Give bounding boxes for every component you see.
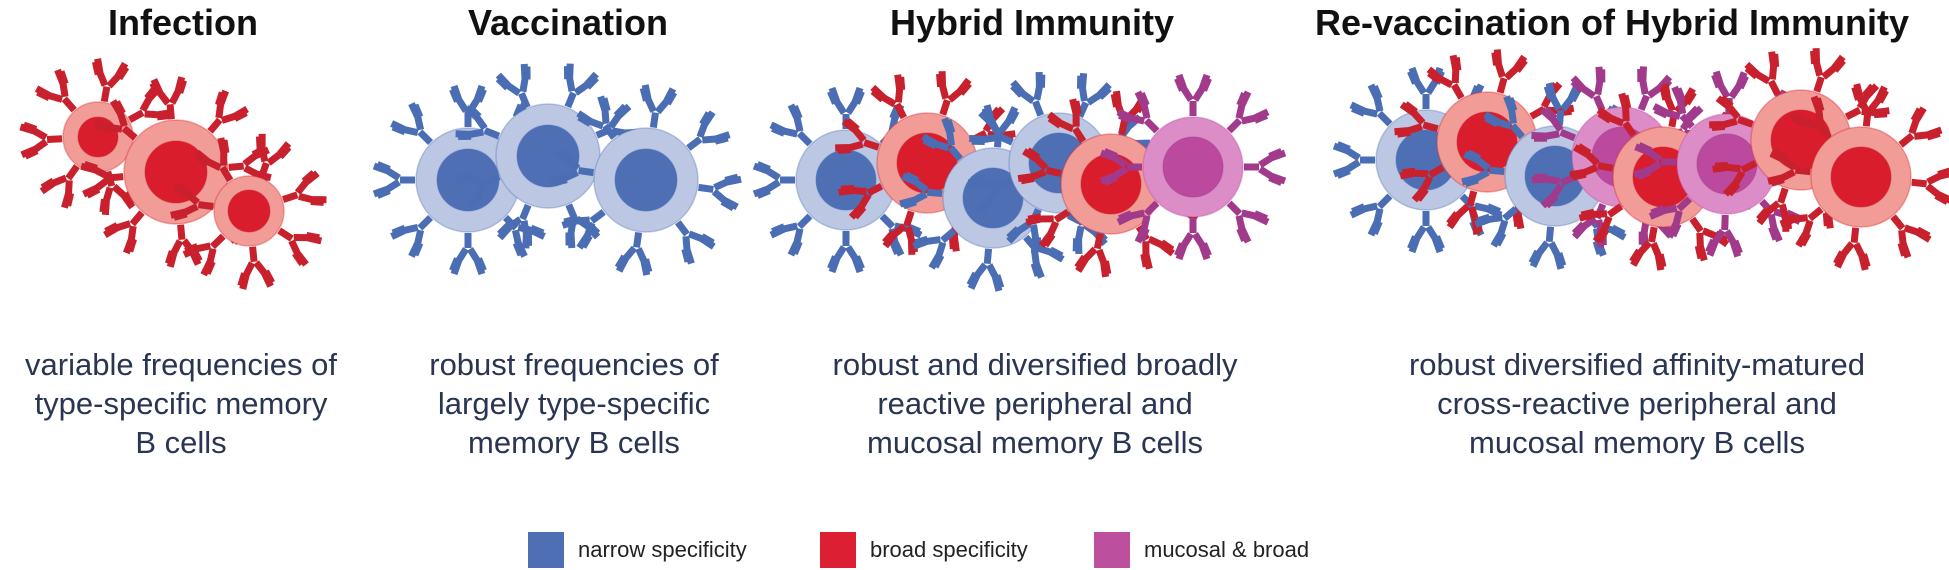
panel-title-revaccination: Re-vaccination of Hybrid Immunity xyxy=(1314,2,1910,43)
b-cell-narrow xyxy=(754,88,938,272)
antibody-icon xyxy=(20,121,63,158)
panel-title-infection: Infection xyxy=(108,2,258,43)
description-line: variable frequencies of xyxy=(25,347,337,382)
antibody-icon xyxy=(636,84,676,130)
legend-item-broad: broad specificity xyxy=(820,530,1028,570)
antibody-icon xyxy=(87,58,129,105)
panel-title-vaccination: Vaccination xyxy=(467,2,669,43)
panel-description-hybrid-immunity: robust and diversified broadly reactive … xyxy=(833,345,1238,462)
antibody-icon xyxy=(616,230,656,276)
panel-title-hybrid-immunity: Hybrid Immunity xyxy=(889,2,1175,43)
antibody-icon xyxy=(1909,165,1949,204)
cell-nucleus xyxy=(144,140,208,204)
description-line: robust diversified affinity-matured xyxy=(1408,347,1866,382)
b-cell-narrow xyxy=(550,84,742,276)
antibody-icon xyxy=(1176,218,1210,259)
antibody-icon xyxy=(1530,225,1568,270)
antibody-icon xyxy=(277,170,328,216)
description-line: B cells xyxy=(135,425,227,460)
antibody-icon xyxy=(1834,225,1873,271)
description-line: cross-reactive peripheral and xyxy=(1437,386,1837,421)
legend-item-narrow: narrow specificity xyxy=(528,530,747,570)
legend-label-narrow: narrow specificity xyxy=(578,537,747,562)
b-cell-broad xyxy=(20,58,176,216)
antibody-icon xyxy=(374,163,415,197)
description-line: type-specific memory xyxy=(34,386,328,421)
antibody-icon xyxy=(235,245,274,290)
description-line: memory B cells xyxy=(468,425,680,460)
cell-nucleus xyxy=(516,124,580,188)
b-cell-broad xyxy=(1017,90,1205,278)
panel-description-vaccination: robust frequencies of largely type-speci… xyxy=(429,345,719,462)
cell-nucleus xyxy=(1162,136,1224,198)
panel-description-infection: variable frequencies of type-specific me… xyxy=(25,345,337,462)
cell-illustrations xyxy=(20,47,1949,292)
legend-swatch-broad xyxy=(820,532,856,568)
antibody-icon xyxy=(829,231,863,272)
description-line: robust frequencies of xyxy=(429,347,719,382)
description-line: mucosal memory B cells xyxy=(867,425,1203,460)
antibody-icon xyxy=(754,163,795,197)
antibody-icon xyxy=(1334,143,1375,177)
description-line: reactive peripheral and xyxy=(877,386,1193,421)
antibody-icon xyxy=(1409,211,1443,252)
antibody-icon xyxy=(926,70,972,120)
cell-nucleus xyxy=(1080,153,1142,215)
b-cell-narrow xyxy=(454,62,642,250)
cell-nucleus xyxy=(614,148,678,212)
b-cell-mucosal xyxy=(1101,75,1285,259)
antibody-icon xyxy=(1800,47,1846,97)
legend-swatch-narrow xyxy=(528,532,564,568)
legend-item-mucosal: mucosal & broad xyxy=(1094,530,1309,570)
legend-label-mucosal: mucosal & broad xyxy=(1144,537,1310,562)
panel-description-revaccination: robust diversified affinity-matured cros… xyxy=(1409,345,1865,462)
description-line: mucosal memory B cells xyxy=(1469,425,1805,460)
b-cell-broad xyxy=(170,132,328,290)
legend-swatch-mucosal xyxy=(1094,532,1130,568)
antibody-icon xyxy=(968,247,1006,292)
antibody-icon xyxy=(1176,75,1210,116)
antibody-icon xyxy=(451,233,485,274)
b-cell-broad xyxy=(1767,83,1949,271)
description-line: largely type-specific xyxy=(437,386,711,421)
b-cell-broad xyxy=(80,76,272,268)
antibody-icon xyxy=(1244,150,1285,184)
antibody-icon xyxy=(696,170,742,210)
legend-label-broad: broad specificity xyxy=(870,537,1028,562)
description-line: robust and diversified broadly xyxy=(832,347,1238,382)
cell-nucleus xyxy=(1830,146,1892,208)
cell-nucleus xyxy=(227,189,271,233)
antibody-icon xyxy=(1483,48,1528,98)
